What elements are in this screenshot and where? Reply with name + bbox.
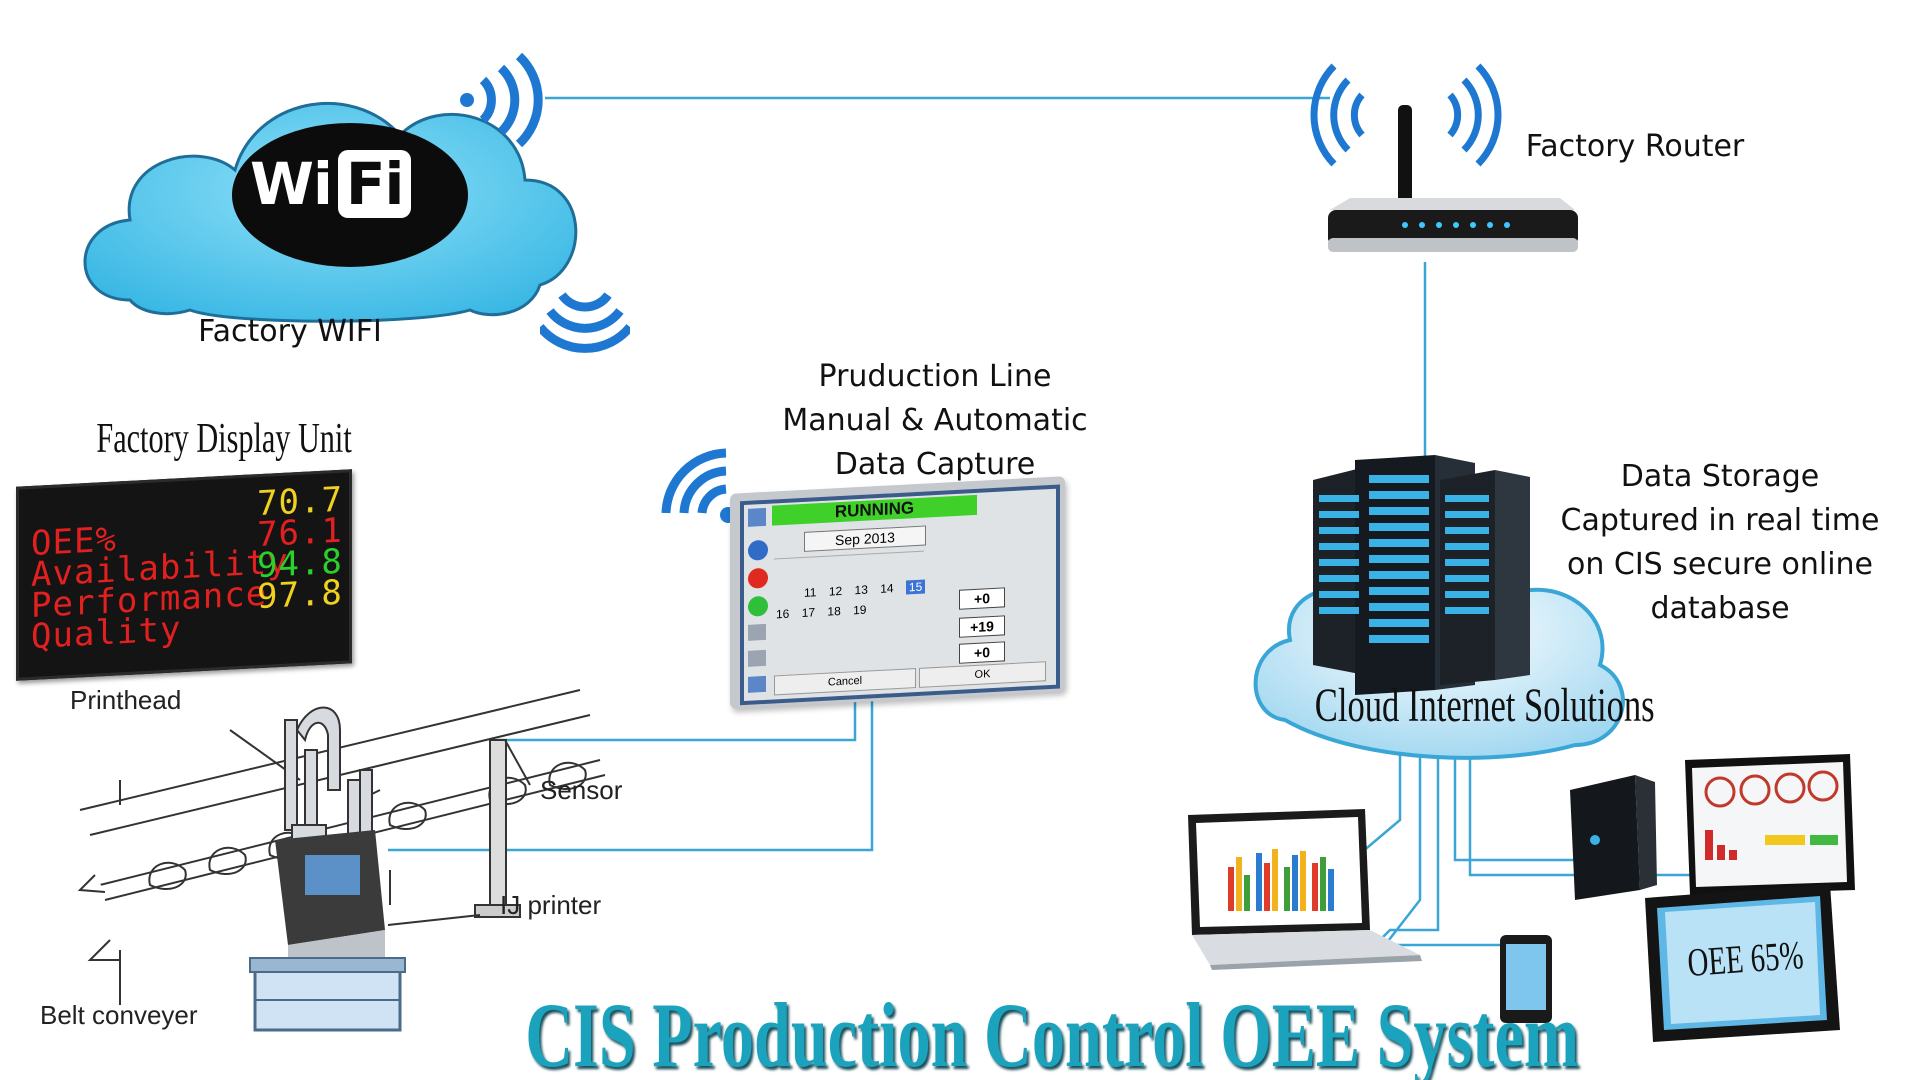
day-19[interactable]: 19 [853, 602, 867, 618]
cancel-button[interactable]: Cancel [774, 668, 916, 696]
cloud-label: Cloud Internet Solutions [1314, 679, 1655, 732]
hmi-screen: RUNNING Sep 2013 11 12 13 14 15 16 17 18… [740, 484, 1060, 706]
calendar-divider [774, 550, 924, 560]
production-line-label-2: Manual & Automatic [782, 403, 1088, 438]
conveyor-sketch [77, 689, 606, 1032]
counter-3[interactable]: +0 [959, 641, 1005, 664]
display-unit-title-wrap: Factory Display Unit [60, 415, 352, 462]
home-icon[interactable] [748, 507, 766, 527]
data-storage-label-2: Captured in real time [1560, 503, 1880, 538]
factory-router [1310, 63, 1578, 252]
wifi-signal-icon-lower [540, 292, 630, 353]
hmi-to-printer-line [388, 700, 874, 852]
day-13[interactable]: 13 [854, 582, 868, 598]
calendar-row-2: 16 17 18 19 [776, 603, 866, 622]
data-storage-label-1: Data Storage [1620, 459, 1820, 494]
wifi-logo-right: Fi [337, 150, 412, 218]
hmi-to-sensor-line [497, 700, 857, 742]
cloud-servers [1253, 455, 1625, 760]
page-title-wrap: CIS Production Control OEE System [360, 984, 1580, 1080]
day-18[interactable]: 18 [827, 603, 841, 619]
cloud-to-laptop-line [1354, 750, 1402, 859]
month-select[interactable]: Sep 2013 [804, 525, 926, 552]
hmi-status-bar: RUNNING [772, 494, 977, 526]
factory-router-label: Factory Router [1525, 129, 1745, 164]
menu-icon[interactable] [748, 623, 766, 641]
nav-icon[interactable] [748, 675, 766, 693]
laptop [1188, 809, 1422, 970]
data-storage-label: Data Storage Captured in real time on CI… [1520, 455, 1920, 631]
tablet-oee-text: OEE 65% [1685, 931, 1805, 985]
sensor-label: Sensor [540, 775, 623, 805]
settings-icon[interactable] [748, 649, 766, 667]
calendar-row-1: 11 12 13 14 15 [804, 579, 926, 600]
tablet [1645, 884, 1840, 1042]
ok-button[interactable]: OK [919, 661, 1046, 688]
cloud-label-wrap: Cloud Internet Solutions [1270, 678, 1655, 738]
counter-2[interactable]: +19 [959, 615, 1005, 638]
factory-display-unit: OEE% Availability Performance Quality 70… [16, 469, 352, 681]
day-11[interactable]: 11 [804, 585, 817, 600]
factory-wifi-label: Factory WIFI [198, 314, 382, 349]
display-unit-title: Factory Display Unit [96, 416, 352, 462]
production-line-label: Pruduction Line Manual & Automatic Data … [755, 355, 1115, 487]
day-12[interactable]: 12 [828, 583, 843, 599]
production-line-label-1: Pruduction Line [818, 359, 1052, 394]
page-title: CIS Production Control OEE System [525, 984, 1580, 1080]
ij-printer-label: IJ printer [500, 890, 602, 920]
data-storage-label-3: on CIS secure online [1566, 547, 1874, 582]
printhead-label: Printhead [70, 685, 182, 715]
stop-icon[interactable] [748, 567, 768, 589]
start-icon[interactable] [748, 595, 768, 617]
day-17[interactable]: 17 [801, 605, 816, 621]
production-line-label-3: Data Capture [834, 447, 1036, 482]
hmi-wifi-icon [661, 448, 736, 523]
day-15[interactable]: 15 [905, 579, 926, 595]
phone [1500, 935, 1552, 1023]
day-14[interactable]: 14 [880, 581, 894, 596]
display-value-quality: 97.8 [257, 572, 343, 618]
data-storage-label-4: database [1650, 591, 1790, 626]
belt-conveyer-label: Belt conveyer [40, 1000, 198, 1030]
wifi-signal-icon [460, 52, 543, 148]
counter-1[interactable]: +0 [959, 587, 1005, 610]
hmi-panel: RUNNING Sep 2013 11 12 13 14 15 16 17 18… [730, 476, 1065, 709]
wifi-logo-left: Wi [250, 150, 333, 218]
display-row-quality: Quality [31, 609, 182, 658]
desktop-computer [1570, 754, 1855, 918]
day-16[interactable]: 16 [776, 606, 790, 622]
power-icon[interactable] [748, 539, 768, 561]
